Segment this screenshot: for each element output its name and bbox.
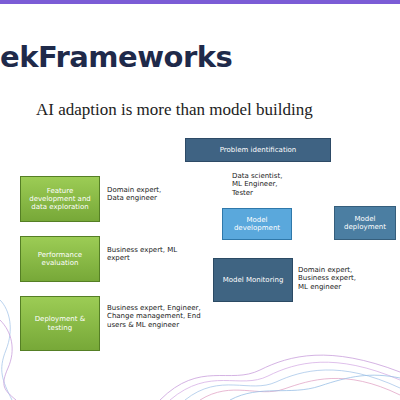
process-box: Performance evaluation [20, 236, 100, 282]
box-text: Problem identification [220, 146, 297, 154]
role-note: Domain expert, Business expert, ML engin… [298, 266, 368, 291]
slide-subtitle: AI adaption is more than model building [36, 100, 313, 120]
role-note: Domain expert, Data engineer [107, 186, 179, 203]
role-note: Business expert, ML expert [107, 246, 179, 263]
box-text: Feature development and data exploration [24, 187, 96, 211]
role-note: Business expert, Engineer, Change manage… [107, 304, 215, 329]
slide-title: ekFrameworks [0, 40, 232, 74]
process-box: Deployment & testing [20, 296, 100, 351]
box-text: Performance evaluation [24, 251, 96, 267]
box-text: Model deployment [338, 215, 392, 231]
box-text: Model Monitoring [223, 276, 284, 284]
process-box: Problem identification [185, 138, 331, 162]
box-text: Model development [226, 216, 288, 232]
role-note: Data scientist, ML Engineer, Tester [232, 172, 294, 197]
process-box: Model deployment [334, 206, 396, 240]
process-box: Feature development and data exploration [20, 176, 100, 222]
process-box: Model Monitoring [213, 258, 293, 302]
box-text: Deployment & testing [24, 315, 96, 331]
process-box: Model development [222, 208, 292, 240]
